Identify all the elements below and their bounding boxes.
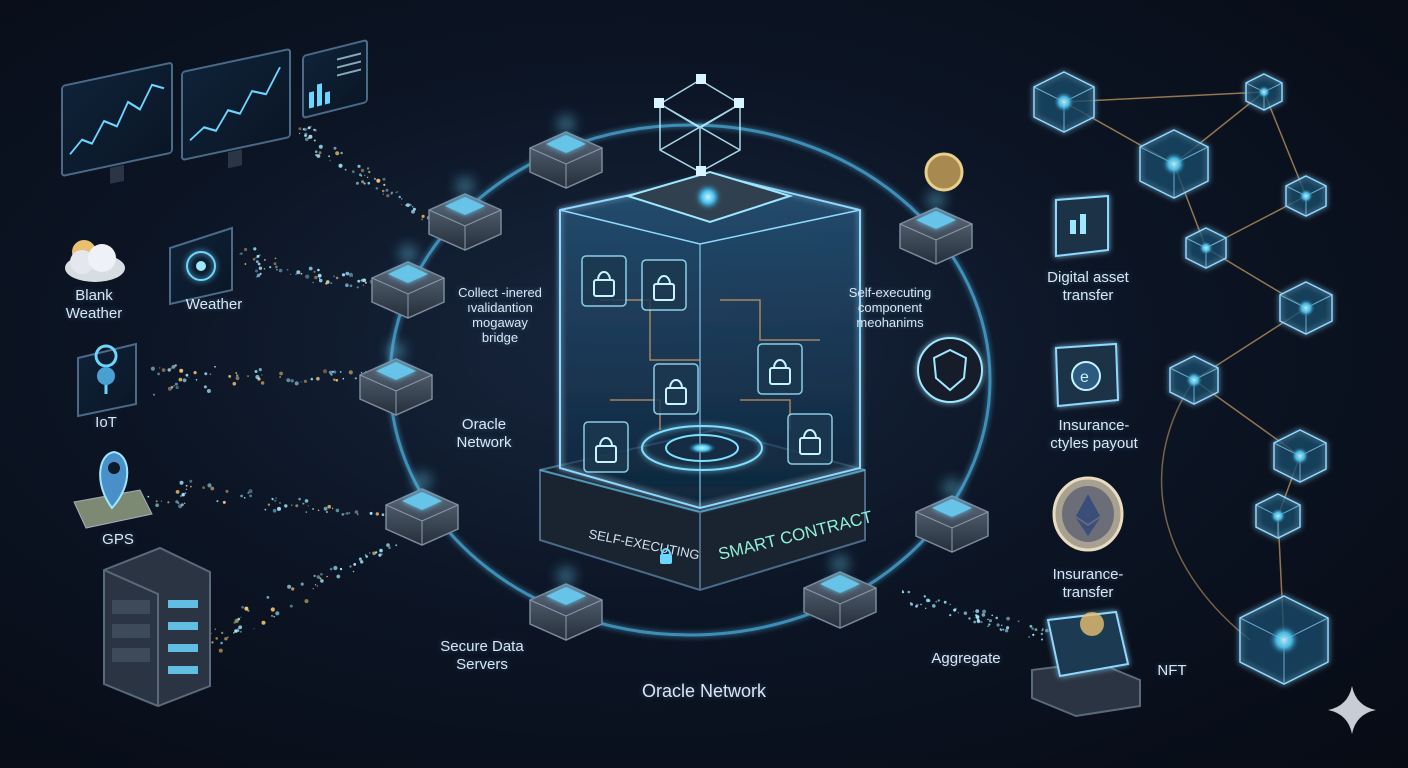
insurance-payout-label: Insurance- ctyles payout (1050, 417, 1138, 452)
padlock-icon (641, 259, 687, 311)
blockchain-cube-icon (1139, 129, 1209, 199)
padlock-icon (653, 363, 699, 415)
blockchain-cube-icon (1273, 429, 1327, 483)
blockchain-cube-icon (1285, 175, 1327, 217)
nft-label: NFT (1157, 662, 1187, 679)
wallet-icon (1055, 194, 1109, 258)
blank-weather-label: Blank Weather (65, 287, 123, 322)
weather-label: Weather (185, 296, 243, 313)
monitor-chart-icon (61, 39, 368, 184)
iot-label: IoT (95, 414, 117, 431)
weather-cloud-icon (65, 240, 125, 282)
server-rack-icon (103, 546, 211, 708)
blockchain-cube-icon (1239, 595, 1329, 685)
self-executing-label: Self-executing component meohanims (848, 285, 932, 330)
digital-asset-transfer-label: Digital asset transfer (1047, 269, 1129, 304)
sparkle-icon (1328, 686, 1376, 734)
coin-icon (924, 152, 964, 192)
iot-pin-icon (77, 342, 137, 418)
oracle-node-icon (803, 554, 877, 629)
collect-validation-label: Collect -inered ıvalidantion mogaway bri… (458, 285, 542, 345)
oracle-network-mid-label: Oracle Network (456, 416, 512, 451)
shield-icon (917, 337, 983, 403)
blockchain-cube-icon (1033, 71, 1333, 685)
insurance-transfer-label: Insurance- transfer (1052, 566, 1124, 601)
oracle-node-icon (359, 341, 433, 416)
blockchain-cube-icon (1245, 73, 1283, 111)
ethereum-coin-icon (1052, 476, 1124, 552)
contract-locks (581, 255, 833, 473)
padlock-icon (757, 343, 803, 395)
oracle-node-icon (529, 114, 603, 189)
blockchain-cube-icon (1033, 71, 1095, 133)
aggregate-label: Aggregate (931, 650, 1001, 667)
oracle-node-icon (428, 176, 502, 251)
blockchain-cube-icon (1255, 493, 1301, 539)
oracle-node-icon (915, 478, 989, 553)
flow-arrows (440, 215, 1299, 601)
secure-data-servers-label: Secure Data Servers (440, 638, 524, 673)
oracle-node-icon (529, 566, 603, 641)
coin-icon: e (1054, 342, 1120, 408)
oracle-node-icon (899, 190, 973, 265)
padlock-icon (581, 255, 627, 307)
gps-map-icon (73, 450, 153, 529)
padlock-icon (583, 421, 629, 473)
padlock-icon (660, 548, 672, 564)
svg-text:e: e (1080, 369, 1089, 386)
blockchain-cube-icon (1279, 281, 1333, 335)
gps-label: GPS (102, 531, 134, 548)
blockchain-cube-icon (1169, 355, 1219, 405)
oracle-node-icon (385, 471, 459, 546)
oracle-network-bottom-label: Oracle Network (641, 681, 767, 701)
data-particle-streams (147, 125, 1049, 653)
weather-sensor-icon (169, 226, 233, 306)
oracle-nodes (359, 114, 989, 641)
padlock-icon (787, 413, 833, 465)
oracle-node-icon (371, 244, 445, 319)
nft-wallet-icon (1031, 610, 1141, 718)
blockchain-cube-icon (1185, 227, 1227, 269)
